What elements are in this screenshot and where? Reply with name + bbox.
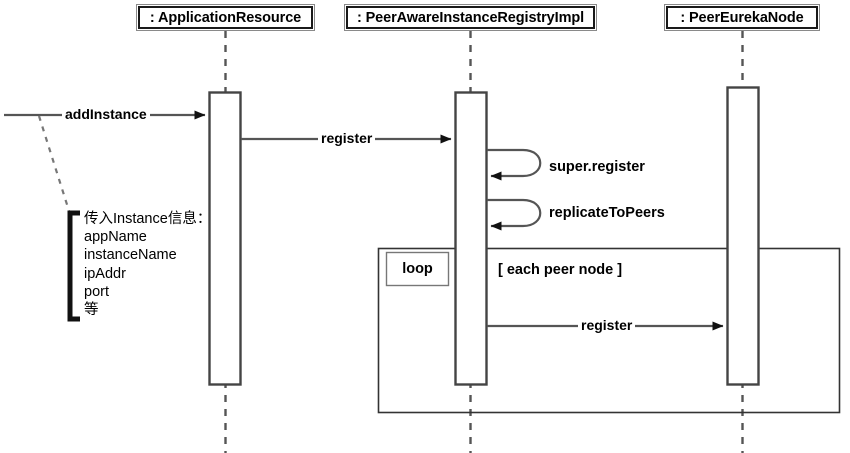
lifeline-header-peer-eureka-node[interactable]: : PeerEurekaNode bbox=[664, 4, 820, 31]
message-arrow-replicate-to-peers[interactable] bbox=[487, 198, 542, 231]
message-label-replicate-to-peers: replicateToPeers bbox=[549, 205, 665, 221]
note-line-4: port bbox=[84, 283, 109, 300]
message-label-register-2: register bbox=[578, 318, 636, 333]
note-line-5: 等 bbox=[84, 301, 99, 318]
loop-fragment-frame[interactable] bbox=[377, 247, 841, 414]
lifeline-label-application-resource: : ApplicationResource bbox=[138, 6, 313, 29]
message-arrow-super-register[interactable] bbox=[487, 148, 542, 181]
loop-fragment-operator: loop bbox=[402, 261, 433, 277]
note-line-3: ipAddr bbox=[84, 265, 126, 282]
lifeline-label-peer-eureka-node: : PeerEurekaNode bbox=[666, 6, 818, 29]
note-line-0: 传入Instance信息： bbox=[84, 211, 212, 227]
loop-fragment-guard: [ each peer node ] bbox=[498, 262, 623, 278]
activation-bar-peer-eureka-node bbox=[726, 86, 760, 386]
message-label-register-1: register bbox=[318, 131, 376, 146]
activation-bar-peer-aware-instance-registry-impl bbox=[454, 91, 488, 386]
message-label-super-register: super.register bbox=[549, 159, 645, 175]
lifeline-header-application-resource[interactable]: : ApplicationResource bbox=[136, 4, 315, 31]
lifeline-label-peer-aware-instance-registry-impl: : PeerAwareInstanceRegistryImpl bbox=[346, 6, 595, 29]
instance-info-note: 传入Instance信息： appName instanceName ipAdd… bbox=[84, 210, 211, 319]
lifeline-header-peer-aware-instance-registry-impl[interactable]: : PeerAwareInstanceRegistryImpl bbox=[344, 4, 597, 31]
activation-bar-application-resource bbox=[208, 91, 242, 386]
note-connector bbox=[37, 115, 72, 215]
note-bracket bbox=[67, 210, 80, 322]
note-line-2: instanceName bbox=[84, 247, 177, 264]
activation-bars bbox=[208, 86, 760, 386]
note-line-1: appName bbox=[84, 229, 147, 246]
message-label-add-instance: addInstance bbox=[62, 107, 150, 122]
